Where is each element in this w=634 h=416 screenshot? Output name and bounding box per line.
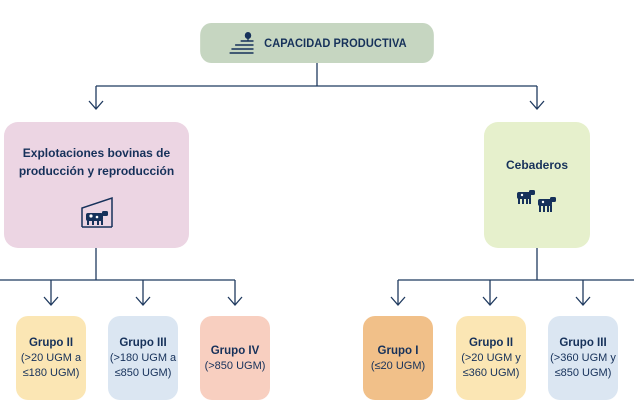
group-bovinas-grupo-iv: Grupo IV (>850 UGM)	[200, 316, 270, 400]
group-bovinas-grupo-ii: Grupo II (>20 UGM a ≤180 UGM)	[16, 316, 86, 400]
group-desc-line1: (>180 UGM a	[109, 352, 177, 364]
group-desc-line1: (>850 UGM)	[204, 359, 266, 372]
title-box: CAPACIDAD PRODUCTIVA	[200, 23, 434, 63]
group-cebaderos-grupo-i: Grupo I (≤20 UGM)	[363, 316, 433, 400]
arrowhead-bov-g4	[227, 296, 243, 306]
category-cebaderos: Cebaderos	[484, 122, 590, 248]
group-name: Grupo II	[468, 337, 514, 349]
category-bovinas-label: Explotaciones bovinas de producción y re…	[19, 144, 174, 180]
arrowhead-bov-g2	[43, 296, 59, 306]
farm-field-icon	[227, 31, 255, 55]
group-name: Grupo III	[119, 337, 167, 349]
arrowhead-ceb-g2	[482, 296, 498, 306]
arrowhead-ceb-g3	[575, 296, 591, 306]
group-name: Grupo III	[559, 337, 607, 349]
arrowhead-ceb-g1	[390, 296, 406, 306]
group-desc-line1: (≤20 UGM)	[370, 359, 426, 372]
group-name: Grupo II	[28, 337, 74, 349]
group-desc-line1: (>20 UGM a	[20, 352, 82, 364]
arrowhead-bov-g3	[135, 296, 151, 306]
category-bovinas-label-line1: Explotaciones bovinas de	[22, 146, 171, 160]
page-title: CAPACIDAD PRODUCTIVA	[264, 36, 407, 50]
arrowhead-bovinas	[88, 100, 104, 110]
group-cebaderos-grupo-ii: Grupo II (>20 UGM y ≤360 UGM)	[456, 316, 526, 400]
calves-icon	[514, 188, 560, 214]
category-bovinas: Explotaciones bovinas de producción y re…	[4, 122, 189, 248]
group-desc-line1: (>20 UGM y	[461, 352, 521, 364]
group-bovinas-grupo-iii: Grupo III (>180 UGM a ≤850 UGM)	[108, 316, 178, 400]
group-desc-line2: ≤180 UGM)	[22, 367, 80, 379]
group-desc-line2: ≤850 UGM)	[554, 367, 612, 379]
group-desc-line1: (>360 UGM y	[550, 352, 616, 364]
cattle-barn-icon	[79, 196, 115, 228]
group-name: Grupo IV	[210, 344, 260, 357]
group-desc-line2: ≤360 UGM)	[462, 367, 520, 379]
group-name: Grupo I	[377, 344, 419, 357]
category-cebaderos-label: Cebaderos	[505, 158, 569, 172]
arrowhead-cebaderos	[529, 100, 545, 110]
category-bovinas-label-line2: producción y reproducción	[18, 164, 175, 178]
group-desc-line2: ≤850 UGM)	[114, 367, 172, 379]
group-cebaderos-grupo-iii: Grupo III (>360 UGM y ≤850 UGM)	[548, 316, 618, 400]
